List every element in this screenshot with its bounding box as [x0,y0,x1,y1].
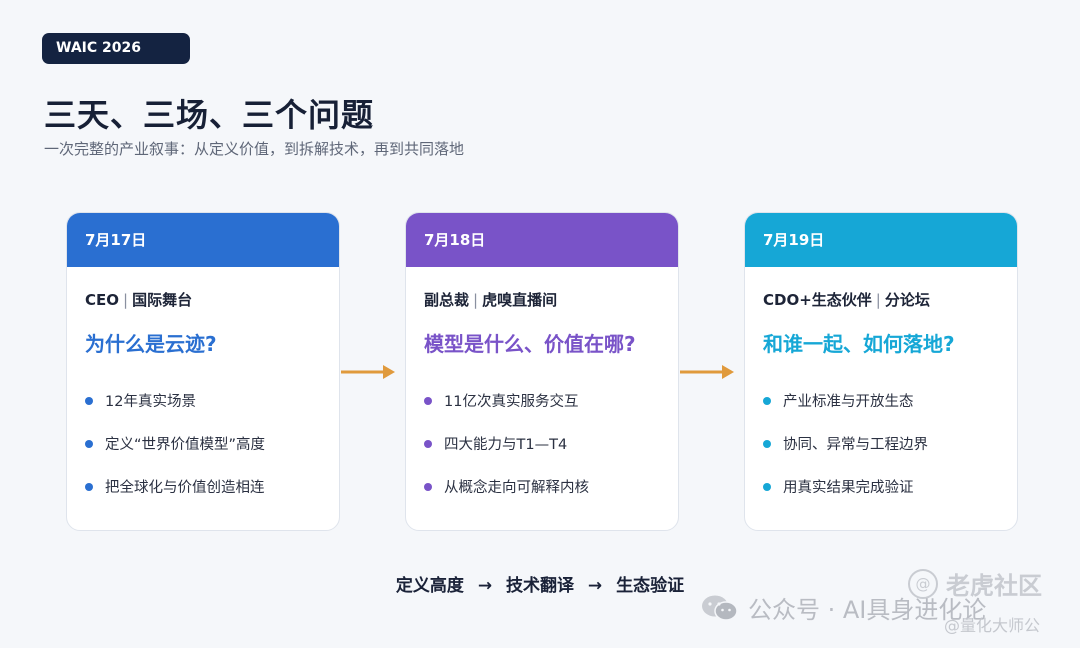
flow-arrow-icon: → [587,576,603,596]
bullet-dot-icon [85,439,93,448]
page-title: 三天、三场、三个问题 [44,96,375,134]
arrow-right-icon [680,365,734,379]
list-item: 11亿次真实服务交互 [424,379,660,422]
bullet-dot-icon [763,439,771,448]
bullet-text: 产业标准与开放生态 [783,394,914,410]
list-item: 协同、异常与工程边界 [763,422,999,465]
list-item: 把全球化与价值创造相连 [85,465,321,508]
card-bullet-list: 11亿次真实服务交互 四大能力与T1—T4 从概念走向可解释内核 [424,379,660,508]
flow-step-3: 生态验证 [616,576,685,596]
card-role: 副总裁 [424,291,470,309]
event-badge: WAIC 2026 [42,33,190,64]
bullet-dot-icon [763,396,771,405]
bullet-text: 从概念走向可解释内核 [444,480,589,496]
list-item: 用真实结果完成验证 [763,465,999,508]
card-question: 模型是什么、价值在哪? [424,332,636,356]
watermark-bottom: @量化大师公 [944,616,1041,635]
footer-flow: 定义高度 → 技术翻译 → 生态验证 [0,571,1080,596]
day-card-1: 7月17日 CEO|国际舞台 为什么是云迹? 12年真实场景 定义“世界价值模型… [66,212,340,531]
card-separator: | [123,291,129,309]
list-item: 定义“世界价值模型”高度 [85,422,321,465]
card-separator: | [473,291,479,309]
card-venue: 分论坛 [884,291,930,309]
card-question: 和谁一起、如何落地? [763,332,955,356]
page-subtitle: 一次完整的产业叙事：从定义价值，到拆解技术，再到共同落地 [44,140,465,158]
card-bullet-list: 产业标准与开放生态 协同、异常与工程边界 用真实结果完成验证 [763,379,999,508]
card-date-header: 7月19日 [745,213,1017,267]
card-venue: 国际舞台 [132,291,193,309]
card-question: 为什么是云迹? [85,332,217,356]
flow-arrow-icon: → [477,576,493,596]
watermark-wechat: 公众号 · AI具身进化论 [700,590,986,625]
bullet-dot-icon [85,396,93,405]
bullet-text: 把全球化与价值创造相连 [105,480,265,496]
bullet-text: 用真实结果完成验证 [783,480,914,496]
card-separator: | [875,291,881,309]
card-speaker-venue: CEO|国际舞台 [85,289,321,310]
list-item: 12年真实场景 [85,379,321,422]
wechat-icon [702,595,738,621]
card-speaker-venue: CDO+生态伙伴|分论坛 [763,289,999,310]
bullet-text: 协同、异常与工程边界 [783,437,928,453]
day-card-2: 7月18日 副总裁|虎嗅直播间 模型是什么、价值在哪? 11亿次真实服务交互 四… [405,212,679,531]
card-date-header: 7月17日 [67,213,339,267]
bullet-dot-icon [424,482,432,491]
card-role: CDO+生态伙伴 [763,291,872,309]
list-item: 从概念走向可解释内核 [424,465,660,508]
watermark-logo-icon: @ [908,569,938,599]
bullet-dot-icon [424,396,432,405]
card-date-header: 7月18日 [406,213,678,267]
bullet-text: 11亿次真实服务交互 [444,394,579,410]
bullet-dot-icon [763,482,771,491]
card-venue: 虎嗅直播间 [482,291,558,309]
flow-step-1: 定义高度 [395,576,464,596]
list-item: 四大能力与T1—T4 [424,422,660,465]
arrow-right-icon [341,365,395,379]
bullet-dot-icon [85,482,93,491]
card-bullet-list: 12年真实场景 定义“世界价值模型”高度 把全球化与价值创造相连 [85,379,321,508]
flow-step-2: 技术翻译 [506,576,574,596]
list-item: 产业标准与开放生态 [763,379,999,422]
bullet-dot-icon [424,439,432,448]
day-card-3: 7月19日 CDO+生态伙伴|分论坛 和谁一起、如何落地? 产业标准与开放生态 … [744,212,1018,531]
watermark-top: 老虎社区 [946,572,1042,600]
bullet-text: 四大能力与T1—T4 [444,437,568,453]
bullet-text: 12年真实场景 [105,394,196,410]
card-speaker-venue: 副总裁|虎嗅直播间 [424,289,660,310]
bullet-text: 定义“世界价值模型”高度 [105,437,266,453]
card-role: CEO [85,291,120,309]
watermark-mid-text: 公众号 · AI具身进化论 [748,596,987,624]
